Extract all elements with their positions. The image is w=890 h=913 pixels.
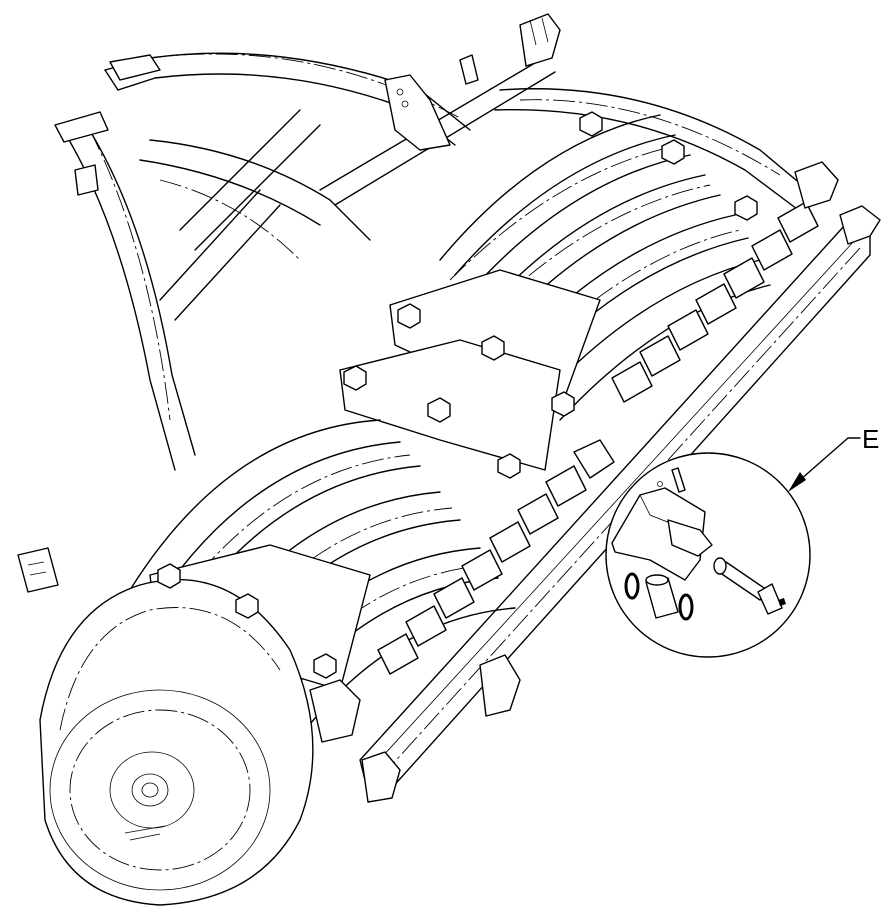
scraper (611, 161, 839, 403)
hexagon-bolt (157, 111, 758, 679)
pin (713, 557, 786, 615)
front-disc (39, 578, 314, 906)
frame (54, 13, 821, 471)
main-beam (359, 205, 881, 791)
scraper (377, 439, 615, 675)
bracket (17, 547, 401, 803)
bracket (339, 269, 601, 471)
circlip (624, 572, 694, 621)
callout-label: E (862, 424, 879, 454)
detail-callout: E (605, 424, 879, 658)
pin (657, 467, 686, 493)
bushing (645, 574, 679, 619)
